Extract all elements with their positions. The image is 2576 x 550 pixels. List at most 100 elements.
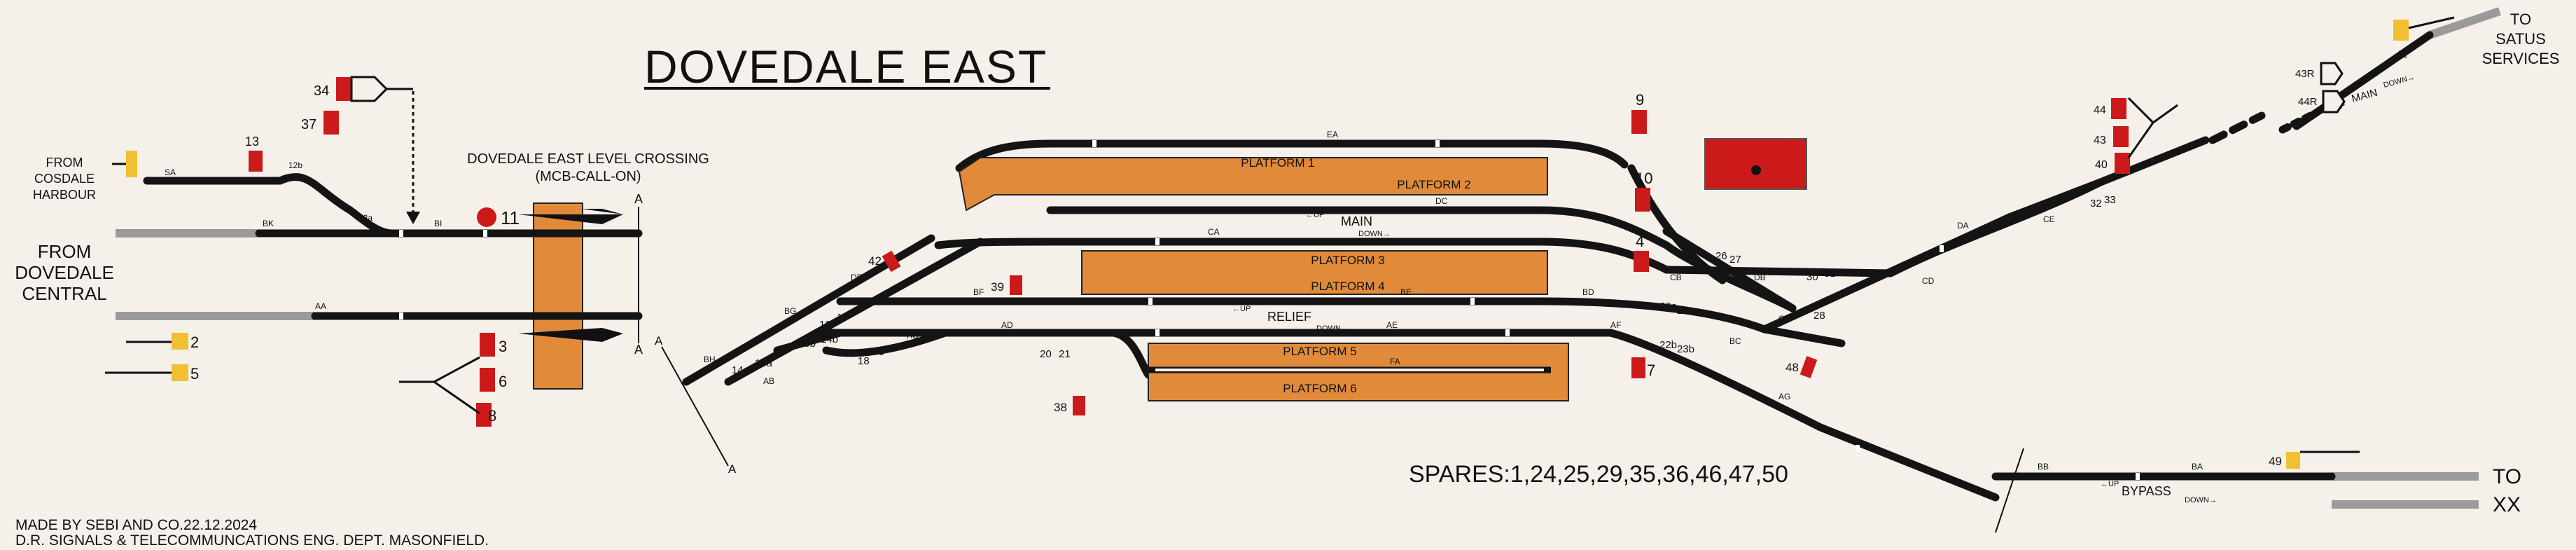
dest-dovedale-2: DOVEDALE: [15, 262, 114, 283]
signal-34: 34: [314, 76, 413, 102]
tc-ce: CE: [2043, 214, 2055, 224]
tc-bd: BD: [1582, 287, 1594, 297]
svg-text:8: 8: [488, 407, 496, 425]
tc-ea: EA: [1327, 130, 1338, 139]
block-marker: [1704, 138, 1807, 190]
platform-3-label: PLATFORM 3: [1311, 254, 1384, 267]
signal-37: 37: [301, 111, 339, 135]
tc-fa: FA: [1390, 357, 1400, 366]
point-28: 28: [1813, 310, 1825, 322]
platforms: [958, 157, 1569, 401]
tc-bf: BF: [973, 287, 984, 297]
level-crossing-subtitle: (MCB-CALL-ON): [535, 169, 641, 184]
tc-bg: BG: [784, 306, 796, 316]
dest-satus-1: TO: [2510, 11, 2531, 28]
point-22a: 22a: [1659, 301, 1678, 312]
tc-12b: 12b: [288, 160, 302, 170]
dest-cosdale-2: COSDALE: [34, 172, 95, 186]
platform-1-label: PLATFORM 1: [1241, 156, 1314, 170]
crossing-barrier-down: [518, 328, 623, 342]
diagram-title: DOVEDALE EAST: [644, 41, 1047, 92]
tc-aa: AA: [315, 301, 326, 311]
signal-43: 43: [2094, 126, 2129, 147]
point-9: 9: [879, 346, 884, 358]
dest-xx: XX: [2493, 493, 2521, 516]
tc-da: DA: [1957, 221, 1969, 231]
point-16: 16: [819, 319, 831, 331]
line-name-down-1: DOWN→: [1358, 230, 1391, 238]
crossing-barrier-up: [518, 209, 623, 224]
svg-text:37: 37: [301, 117, 316, 132]
dest-to: TO: [2493, 465, 2521, 488]
dest-satus-2: SATUS: [2495, 30, 2546, 48]
signal-39: 39: [991, 275, 1022, 295]
point-14a: 14a: [732, 364, 750, 376]
signal-2: 2: [126, 333, 199, 351]
point-26: 26: [1715, 250, 1727, 262]
point-18: 18: [858, 355, 870, 367]
tc-12a: 12a: [358, 213, 373, 223]
tc-bi: BI: [434, 219, 442, 228]
tc-ad: AD: [1001, 320, 1013, 330]
signal-49: 49: [2269, 451, 2360, 469]
tc-bb: BB: [2038, 462, 2049, 472]
point-23b: 23b: [1677, 343, 1694, 355]
tc-af: AF: [1610, 320, 1621, 330]
tc-bc: BC: [1729, 336, 1741, 346]
svg-text:44: 44: [2094, 104, 2106, 116]
svg-text:13: 13: [245, 135, 259, 149]
platform-6-label: PLATFORM 6: [1283, 382, 1356, 395]
crossing-marker-line-2: [661, 346, 729, 467]
signal-41: 41: [2393, 16, 2455, 60]
point-30: 30: [1806, 271, 1818, 283]
bypass-divider: [1995, 448, 2024, 533]
tc-ae: AE: [1386, 320, 1398, 330]
signal-1-stub: [112, 151, 137, 177]
signal-4: 4: [1634, 233, 1649, 272]
signal-6: 6: [480, 368, 507, 392]
svg-text:5: 5: [190, 365, 199, 383]
signal-44r: 44R: [2298, 90, 2346, 114]
svg-text:6: 6: [499, 373, 507, 390]
line-name-down-3: DOWN→: [2185, 496, 2217, 504]
dest-cosdale-1: FROM: [46, 156, 83, 170]
dest-dovedale-1: FROM: [38, 241, 92, 262]
tc-ab: AB: [763, 376, 774, 386]
point-31: 31: [1824, 268, 1836, 280]
point-22b: 22b: [1659, 339, 1677, 351]
dest-cosdale-3: HARBOUR: [33, 188, 96, 202]
signal-34-arrow: [406, 212, 420, 224]
signal-38: 38: [1054, 396, 1085, 415]
line-name-up-3: ←UP: [2101, 480, 2119, 488]
signal-11: 13: [245, 135, 263, 172]
tc-de: DE: [851, 273, 863, 282]
signal-40-44-bracket: [2127, 97, 2178, 158]
svg-text:9: 9: [1636, 91, 1644, 109]
line-name-down-4: DOWN→: [2383, 73, 2416, 89]
signal-5: 5: [105, 364, 199, 383]
signal-group-bracket: [399, 356, 480, 415]
svg-text:44R: 44R: [2298, 96, 2318, 108]
signal-3: 3: [480, 333, 507, 357]
tc-cb: CB: [1670, 273, 1682, 282]
tc-cc: CC: [1778, 314, 1791, 324]
signal-13: 11: [477, 207, 520, 228]
platform-3-4: [1081, 250, 1548, 295]
point-15b: 15b: [798, 338, 816, 350]
svg-text:39: 39: [991, 280, 1004, 294]
tc-sa: SA: [165, 167, 176, 177]
signal-40: 40: [2095, 153, 2130, 174]
svg-text:4: 4: [1636, 233, 1644, 250]
svg-text:42: 42: [868, 254, 882, 268]
svg-text:7: 7: [1647, 362, 1655, 379]
line-name-up-2: ←UP: [1232, 305, 1251, 313]
line-name-bypass: BYPASS: [2122, 484, 2171, 498]
platform-2-label: PLATFORM 2: [1397, 178, 1470, 191]
svg-text:40: 40: [2095, 159, 2108, 171]
tc-db: DB: [1754, 273, 1766, 282]
tc-ac: AC: [907, 331, 919, 341]
platform-5-label: PLATFORM 5: [1283, 345, 1356, 358]
signal-43r: 43R: [2295, 62, 2344, 85]
tc-ba: BA: [2192, 462, 2203, 472]
